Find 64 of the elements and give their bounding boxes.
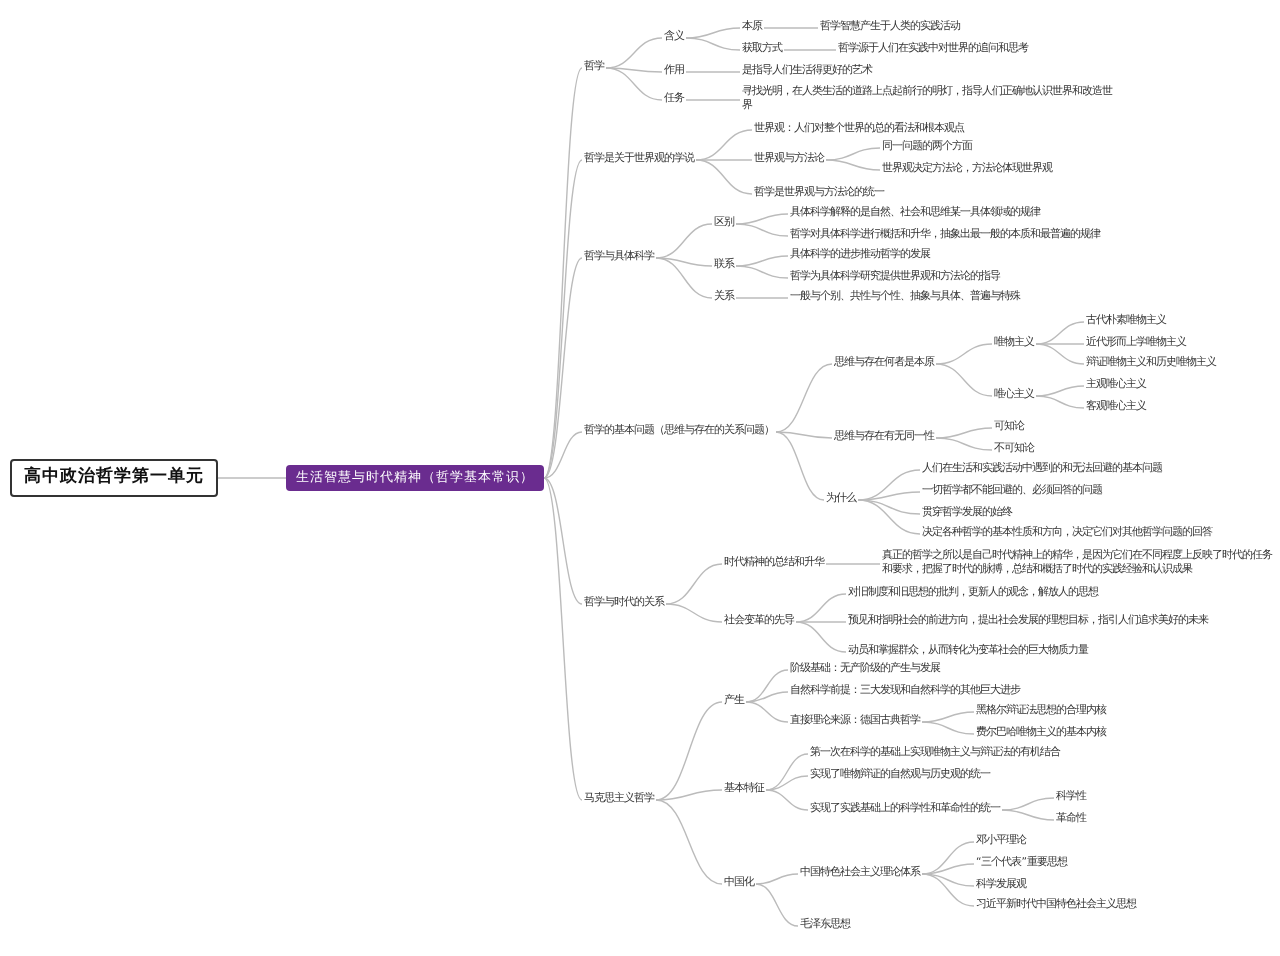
connector-line — [543, 257, 583, 479]
root-topic-box: 高中政治哲学第一单元 — [10, 459, 218, 497]
connector-line — [735, 297, 789, 299]
connector-line — [935, 363, 993, 397]
connector-line — [695, 159, 753, 195]
connector-line — [765, 789, 809, 811]
connector-line — [665, 563, 723, 605]
connector-line — [825, 563, 881, 565]
connector-line — [935, 343, 993, 365]
connector-line — [1001, 797, 1055, 811]
connector-line — [745, 669, 789, 703]
connector-line — [765, 753, 809, 791]
connector-line — [775, 363, 833, 433]
connector-line — [783, 49, 837, 51]
connector-line — [1035, 343, 1085, 345]
connector-line — [695, 159, 753, 161]
connector-line — [735, 265, 789, 279]
connector-line — [765, 775, 809, 791]
connector-line — [543, 431, 583, 479]
connector-line — [763, 27, 819, 29]
connector-line — [745, 691, 789, 703]
connector-line — [825, 147, 881, 161]
connector-line — [685, 37, 741, 51]
connector-line — [775, 431, 833, 439]
connector-line — [921, 863, 975, 875]
connector-line — [685, 71, 741, 73]
connector-line — [543, 67, 583, 479]
connector-line — [921, 721, 975, 735]
connector-line — [605, 67, 663, 73]
connector-line — [825, 159, 881, 171]
connector-line — [1035, 395, 1085, 409]
connector-line — [685, 99, 741, 101]
connector-line — [735, 213, 789, 225]
connector-line — [655, 701, 723, 801]
connector-line — [655, 257, 713, 299]
connector-line — [543, 159, 583, 479]
connector-line — [755, 883, 799, 927]
connector-line — [795, 621, 847, 653]
connector-line — [655, 789, 723, 801]
connector-line — [857, 491, 921, 501]
connector-line — [857, 499, 921, 535]
connector-line — [543, 477, 583, 801]
connector-line — [655, 799, 723, 885]
connector-line — [857, 499, 921, 515]
connector-line — [543, 477, 583, 605]
connector-line — [935, 427, 993, 439]
connector-line — [1035, 343, 1085, 365]
connector-line — [745, 701, 789, 723]
connector-line — [735, 255, 789, 267]
connector-line — [921, 711, 975, 723]
connector-line — [1035, 385, 1085, 397]
connector-line — [755, 873, 799, 885]
connector-line — [655, 257, 713, 267]
connector-line — [921, 873, 975, 887]
connector-line — [795, 621, 847, 623]
connector-line — [605, 67, 663, 101]
connector-line — [665, 603, 723, 623]
connector-line — [735, 223, 789, 237]
connector-line — [1001, 809, 1055, 821]
connector-line — [935, 437, 993, 451]
connector-line — [685, 27, 741, 39]
connector-line — [921, 873, 975, 907]
connector-line — [775, 431, 825, 501]
connector-line — [217, 477, 287, 479]
